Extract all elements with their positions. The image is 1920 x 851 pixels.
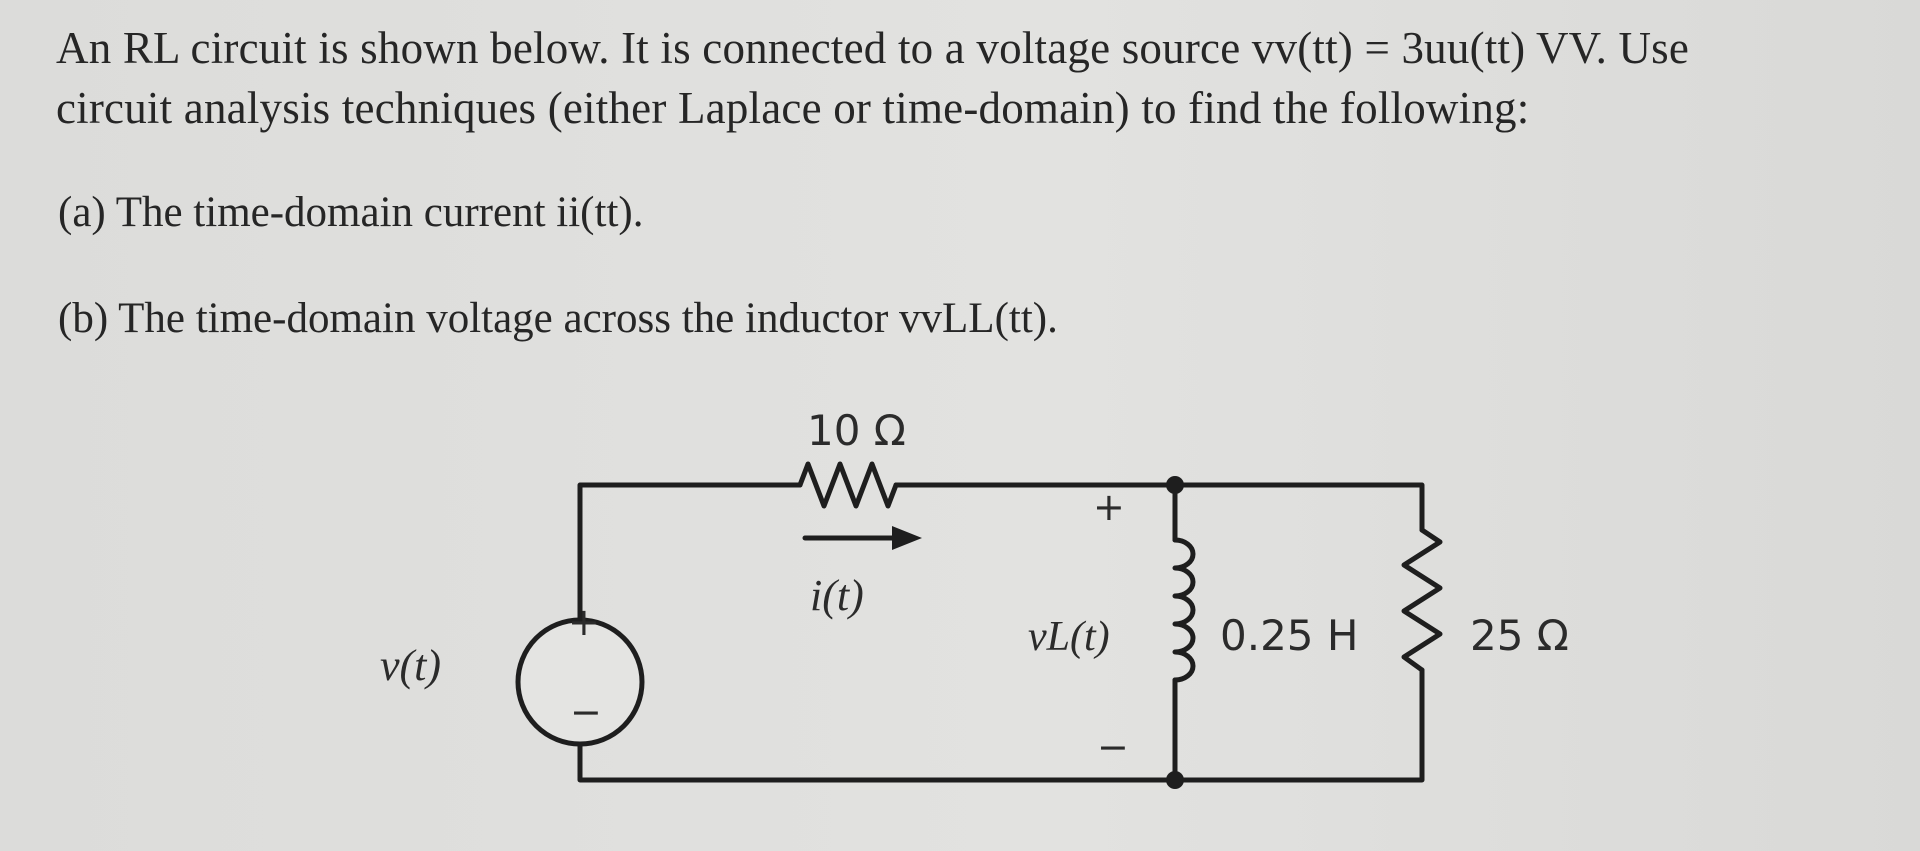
resistor-10-zigzag (797, 461, 899, 509)
part-b: (b) The time-domain voltage across the i… (58, 295, 1058, 342)
source-minus: − (570, 690, 602, 734)
voltage-source (515, 617, 645, 747)
problem-line-1: An RL circuit is shown below. It is conn… (56, 23, 1690, 73)
inductor-value-label: 0.25 H (1220, 611, 1358, 660)
series-resistor-label: 10 Ω (807, 406, 906, 455)
inductor-minus: − (1097, 725, 1129, 769)
node-top (1166, 476, 1184, 494)
current-arrow-head (892, 526, 922, 550)
resistor-25-zigzag (1401, 527, 1443, 673)
source-plus: + (568, 600, 600, 644)
wire-right-bottom (577, 667, 1425, 783)
rl-circuit-diagram: v(t) + − 10 Ω i(t) + vL(t) − 0.25 H 25 Ω (380, 406, 1569, 789)
problem-statement: An RL circuit is shown below. It is conn… (56, 18, 1876, 138)
wire-left-top (577, 482, 803, 647)
shunt-resistor-label: 25 Ω (1470, 611, 1569, 660)
node-bottom (1166, 771, 1184, 789)
current-label: i(t) (810, 571, 864, 620)
wire-top-right (1172, 482, 1425, 533)
inductor-voltage-label: vL(t) (1028, 614, 1110, 660)
part-a: (a) The time-domain current ii(tt). (58, 189, 644, 236)
inductor-coil (1172, 537, 1196, 683)
problem-line-2: circuit analysis techniques (either Lapl… (56, 83, 1530, 133)
inductor-plus: + (1093, 485, 1125, 529)
source-label: v(t) (380, 641, 441, 690)
